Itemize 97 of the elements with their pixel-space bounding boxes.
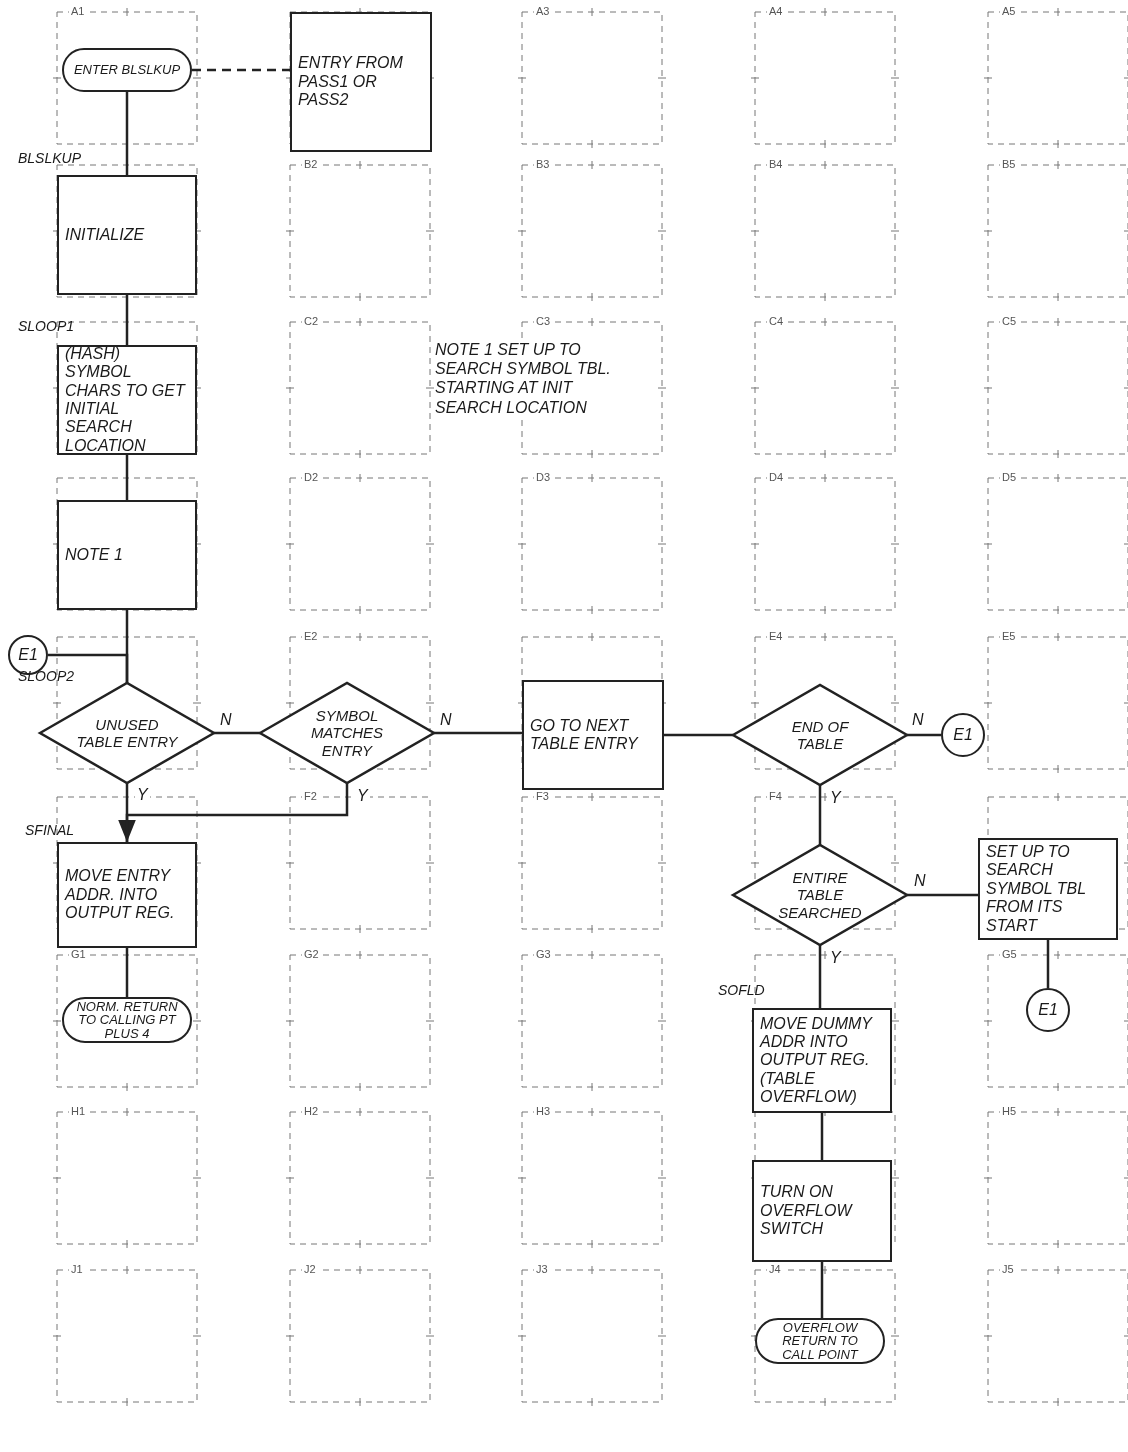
step-text: MOVE ENTRY ADDR. INTO OUTPUT REG. <box>65 867 176 923</box>
grid-cell-label: E5 <box>1000 631 1018 642</box>
grid-cell-label: A1 <box>69 6 87 17</box>
grid-cell-label: H1 <box>69 1106 88 1117</box>
flow-line <box>820 1113 824 1160</box>
edge-label: N <box>438 712 454 728</box>
grid-cell-label: J1 <box>69 1264 85 1275</box>
entry-point-label: SLOOP1 <box>18 318 75 334</box>
entry-point-label: SOFLD <box>718 982 765 998</box>
decision-diamond <box>733 845 907 945</box>
flow-line <box>214 731 260 735</box>
flow-line <box>434 731 522 735</box>
step-text: MOVE DUMMY ADDR INTO OUTPUT REG. (TABLE OVERFLOW) <box>760 1014 874 1107</box>
edge-label: N <box>912 873 928 889</box>
grid-cell-label: G5 <box>1000 949 1019 960</box>
flow-line <box>125 948 129 997</box>
grid-cell-label: C4 <box>767 316 786 327</box>
grid-cell-label: J3 <box>534 1264 550 1275</box>
grid-cell-label: C2 <box>302 316 321 327</box>
entry-point-label: BLSLKUP <box>18 150 82 166</box>
edge-label: N <box>910 712 926 728</box>
flow-line <box>818 785 822 845</box>
step-text: SET UP TO SEARCH SYMBOL TBL FROM ITS START <box>986 843 1087 935</box>
step-text: TURN ON OVERFLOW SWITCH <box>760 1183 854 1239</box>
step-text: E1 <box>1038 1000 1058 1020</box>
process-box <box>57 175 197 295</box>
flow-line <box>820 1262 824 1318</box>
step-text: ENTRY FROM PASS1 OR PASS2 <box>298 54 404 110</box>
process-box <box>752 1160 892 1262</box>
grid-cell-label: G3 <box>534 949 553 960</box>
edge-label: Y <box>828 790 843 806</box>
grid-cell-label: B5 <box>1000 159 1018 170</box>
edge-label: Y <box>355 788 370 804</box>
flow-line <box>192 68 290 72</box>
step-text: (HASH) SYMBOL CHARS TO GET INITIAL SEARCH LOCATION <box>65 344 187 456</box>
grid-cell-label: G2 <box>302 949 321 960</box>
grid-cell-label: A3 <box>534 6 552 17</box>
grid-cell-label: G1 <box>69 949 88 960</box>
grid-cell-label: E4 <box>767 631 785 642</box>
flow-line <box>664 733 733 737</box>
grid-cell-label: A5 <box>1000 6 1018 17</box>
step-text: ENTIRE TABLE SEARCHED <box>777 869 863 921</box>
grid-cell-label: B3 <box>534 159 552 170</box>
grid-cell-label: H5 <box>1000 1106 1019 1117</box>
flow-line <box>907 893 978 897</box>
grid-cell-label: B2 <box>302 159 320 170</box>
flow-line <box>125 783 129 842</box>
grid-cell-label: H2 <box>302 1106 321 1117</box>
grid-cell-label: C5 <box>1000 316 1019 327</box>
flow-line <box>907 733 941 737</box>
grid-cell-label: J2 <box>302 1264 318 1275</box>
flow-line <box>125 455 129 500</box>
process-box <box>978 838 1118 940</box>
grid-cell-label: J5 <box>1000 1264 1016 1275</box>
step-text: ENTER BLSLKUP <box>73 63 181 77</box>
process-box <box>57 500 197 610</box>
grid-cell-label: F3 <box>534 791 551 802</box>
grid-cell-label: D5 <box>1000 472 1019 483</box>
flow-line <box>1046 940 1050 988</box>
process-box <box>752 1008 892 1113</box>
step-text: UNUSED TABLE ENTRY <box>75 715 179 751</box>
decision-diamond <box>733 685 907 785</box>
grid-cell-label: D4 <box>767 472 786 483</box>
grid-cell-label: E2 <box>302 631 320 642</box>
step-text: NOTE 1 <box>65 545 123 565</box>
step-text: END OF TABLE <box>790 717 850 753</box>
step-text: E1 <box>18 645 38 665</box>
process-box <box>522 680 664 790</box>
step-text: SYMBOL MATCHES ENTRY <box>309 707 385 759</box>
grid-cell-label: B4 <box>767 159 785 170</box>
grid-cell-label: F2 <box>302 791 319 802</box>
grid-cell-label: H3 <box>534 1106 553 1117</box>
grid-cell-label: D3 <box>534 472 553 483</box>
entry-point-label: SFINAL <box>25 822 74 838</box>
step-text: GO TO NEXT TABLE ENTRY <box>530 716 640 754</box>
connector-circle <box>1026 988 1070 1032</box>
step-text: NORM. RETURN TO CALLING PT PLUS 4 <box>75 999 179 1041</box>
connector-circle <box>941 713 985 757</box>
flow-line <box>125 295 129 345</box>
step-text: E1 <box>953 725 973 745</box>
edge-label: N <box>218 712 234 728</box>
grid-cell-label: C3 <box>534 316 553 327</box>
grid-cell-label: D2 <box>302 472 321 483</box>
step-text: INITIALIZE <box>65 225 145 245</box>
decision-diamond <box>260 683 434 783</box>
flow-line <box>818 945 822 1008</box>
process-box <box>57 842 197 948</box>
edge-label: Y <box>828 950 843 966</box>
flow-line <box>125 92 129 175</box>
process-box <box>290 12 432 152</box>
decision-diamond <box>40 683 214 783</box>
grid-cell-label: A4 <box>767 6 785 17</box>
edge-label: Y <box>135 787 150 803</box>
entry-point-label: SLOOP2 <box>18 668 75 684</box>
grid-cell-label: F4 <box>767 791 784 802</box>
step-text: OVERFLOW RETURN TO CALL POINT <box>781 1320 860 1362</box>
flow-line <box>48 653 129 683</box>
